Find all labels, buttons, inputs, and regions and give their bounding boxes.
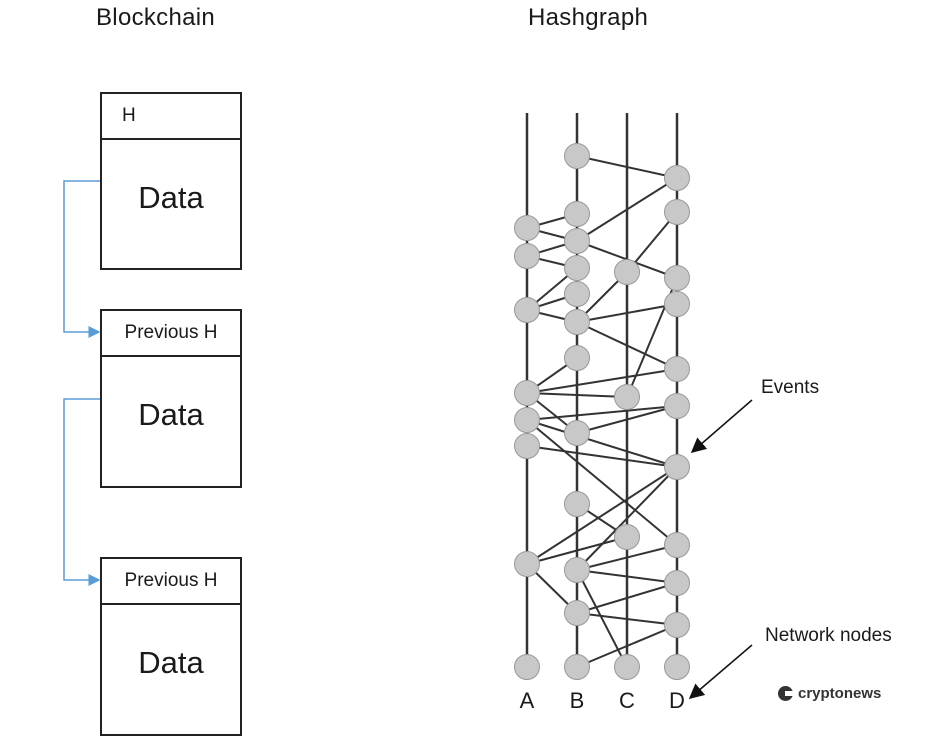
brand-name: cryptonews [798,685,882,702]
events-callout-label: Events [761,377,820,398]
gossip-edge [576,624,678,668]
event-node [514,407,540,433]
event-node [514,215,540,241]
event-node [664,532,690,558]
events-callout-arrow [690,399,753,453]
gossip-edge [576,466,678,571]
gossip-edge [526,419,678,546]
event-node [664,165,690,191]
event-node [564,143,590,169]
event-node [514,654,540,680]
event-node [664,356,690,382]
event-node [664,291,690,317]
event-node [664,393,690,419]
block-3: Previous H Data [100,557,242,736]
event-node [564,255,590,281]
gossip-edge [526,405,678,421]
gossip-edge [526,392,628,398]
event-node [564,345,590,371]
gossip-edge [526,466,678,565]
gossip-edge [576,544,678,571]
block-header: Previous H [102,559,240,605]
gossip-edge [526,536,628,565]
event-node [564,654,590,680]
gossip-edge [526,419,678,468]
node-label-c: C [619,688,635,713]
gossip-edge [576,582,678,614]
cryptonews-logo-icon [778,686,793,701]
event-node [614,259,640,285]
event-node [514,297,540,323]
event-node [664,654,690,680]
gossip-edge [576,405,678,434]
hash-link-arrow [63,180,101,338]
event-node [514,380,540,406]
gossip-edge [576,177,678,242]
event-node [564,309,590,335]
nodes-callout-arrow [688,644,753,699]
event-node [564,600,590,626]
event-node [664,454,690,480]
event-node [614,654,640,680]
node-label-a: A [519,688,535,713]
gossip-edge [576,569,678,584]
event-node [614,384,640,410]
event-node [664,570,690,596]
block-data: Data [138,645,204,680]
event-node [614,524,640,550]
cryptonews-brand: cryptonews [778,685,881,702]
event-node [564,201,590,227]
gossip-edge [576,612,678,626]
network-nodes-callout-label: Network nodes [765,625,892,646]
event-node [514,433,540,459]
hash-link-arrow [63,398,101,586]
block-header: H [102,94,240,140]
block-1: H Data [100,92,242,270]
gossip-edge [576,321,678,370]
event-node [514,551,540,577]
event-node [664,612,690,638]
event-node [564,557,590,583]
blockchain-title: Blockchain [96,4,216,31]
gossip-edge [526,368,678,394]
event-node [564,281,590,307]
event-node [564,228,590,254]
gossip-edge [576,155,678,179]
node-label-d: D [669,688,685,713]
block-2: Previous H Data [100,309,242,488]
gossip-edge [526,445,678,468]
gossip-edges [526,155,678,668]
event-node [664,265,690,291]
block-header: Previous H [102,311,240,357]
hashgraph-title: Hashgraph [528,4,649,31]
block-data: Data [138,397,204,432]
event-node [564,420,590,446]
event-node [564,491,590,517]
gossip-edge [576,303,678,323]
events [514,143,690,680]
node-label-b: B [569,688,585,713]
event-node [514,243,540,269]
block-data: Data [138,180,204,215]
gossip-edge [576,569,628,668]
event-node [664,199,690,225]
